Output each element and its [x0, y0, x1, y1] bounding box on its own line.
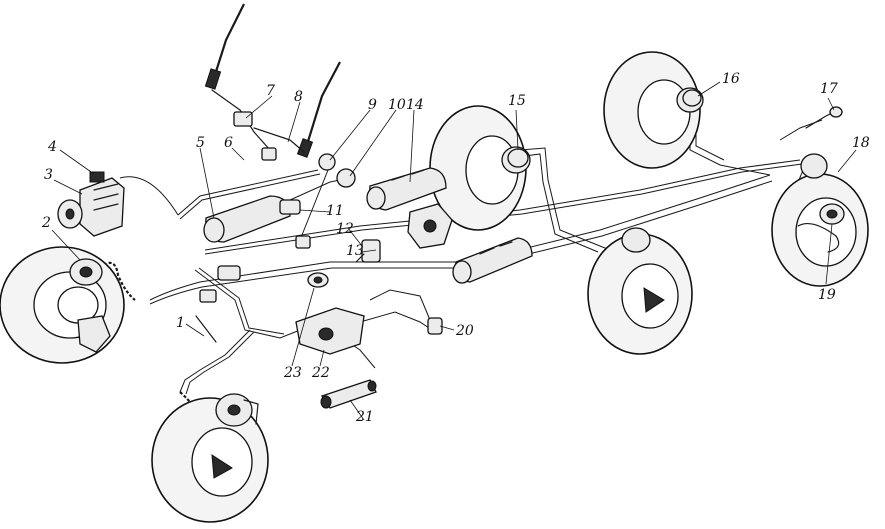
brake-valve-assembly — [195, 272, 443, 409]
callout-4: 4 — [48, 139, 57, 155]
callout-22: 22 — [312, 365, 330, 381]
air-pipelines — [119, 118, 823, 395]
control-levers — [204, 3, 341, 161]
callout-6: 6 — [224, 135, 233, 151]
callout-3: 3 — [44, 167, 53, 183]
front-right-wheel — [151, 393, 269, 523]
air-compressor — [57, 171, 125, 237]
callout-1: 1 — [176, 315, 185, 331]
callout-7: 7 — [266, 83, 275, 99]
callout-5: 5 — [196, 135, 205, 151]
air-receivers — [203, 167, 533, 284]
valves-and-chambers — [199, 153, 453, 303]
callout-20: 20 — [456, 323, 474, 339]
callout-15: 15 — [508, 93, 526, 109]
callout-10: 10 — [388, 97, 406, 113]
rear-components — [507, 89, 843, 168]
callout-8: 8 — [294, 89, 303, 105]
callout-17: 17 — [820, 81, 838, 97]
callout-19: 19 — [818, 287, 836, 303]
callout-14: 14 — [406, 97, 424, 113]
callout-13: 13 — [346, 243, 364, 259]
callout-18: 18 — [852, 135, 870, 151]
callout-2: 2 — [42, 215, 51, 231]
leader-lines — [51, 81, 857, 421]
callout-11: 11 — [326, 203, 344, 219]
middle-wheel-rear — [429, 105, 531, 231]
callout-21: 21 — [356, 409, 374, 425]
callout-12: 12 — [336, 221, 354, 237]
rear-wheel-near — [771, 153, 869, 287]
callout-23: 23 — [284, 365, 302, 381]
callout-9: 9 — [368, 97, 377, 113]
middle-wheel-front — [587, 227, 693, 355]
rear-wheel-far — [603, 51, 704, 169]
front-left-wheel — [0, 246, 125, 364]
callout-16: 16 — [722, 71, 740, 87]
